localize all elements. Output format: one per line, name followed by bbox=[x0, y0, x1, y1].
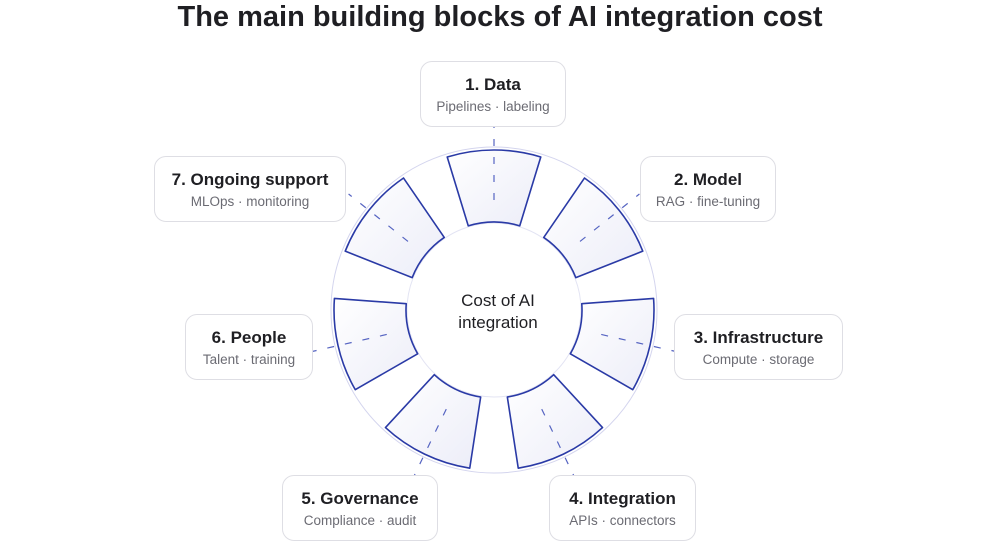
block-title: 3. Infrastructure bbox=[693, 328, 824, 347]
block-card-infrastructure: 3. Infrastructure Compute · storage bbox=[674, 314, 843, 380]
ring-inner-edge bbox=[406, 222, 582, 398]
ring-segment-governance bbox=[384, 373, 482, 469]
block-card-model: 2. Model RAG · fine-tuning bbox=[640, 156, 776, 222]
connector-line-people bbox=[312, 333, 387, 352]
ring-segment-data bbox=[446, 149, 542, 227]
block-subtitle: Compliance · audit bbox=[303, 513, 417, 528]
block-title: 5. Governance bbox=[301, 489, 419, 508]
block-title: 6. People bbox=[211, 328, 287, 347]
ring-segment-infrastructure bbox=[569, 297, 655, 391]
block-subtitle: Pipelines · labeling bbox=[436, 99, 550, 114]
block-title: 7. Ongoing support bbox=[171, 170, 329, 189]
ring-outer-edge bbox=[330, 146, 658, 474]
ring-segment-people bbox=[333, 297, 419, 391]
block-subtitle: Compute · storage bbox=[702, 352, 815, 367]
connector-line-integration bbox=[541, 408, 576, 478]
block-card-people: 6. People Talent · training bbox=[185, 314, 313, 380]
block-subtitle: Talent · training bbox=[202, 352, 296, 367]
block-title: 1. Data bbox=[465, 75, 521, 94]
ring-segment-model bbox=[542, 177, 644, 279]
connector-line-infrastructure bbox=[601, 333, 676, 352]
ring-segment-ongoing-support bbox=[344, 177, 446, 279]
center-label-line-2: integration bbox=[458, 313, 538, 332]
block-card-data: 1. Data Pipelines · labeling bbox=[420, 61, 566, 127]
ring-segment-integration bbox=[506, 373, 604, 469]
center-label-line-1: Cost of AI bbox=[461, 291, 535, 310]
block-subtitle: APIs · connectors bbox=[569, 513, 676, 528]
block-card-ongoing-support: 7. Ongoing support MLOps · monitoring bbox=[154, 156, 346, 222]
center-label: Cost of AI integration bbox=[428, 290, 568, 334]
block-subtitle: MLOps · monitoring bbox=[190, 194, 310, 209]
block-title: 2. Model bbox=[673, 170, 742, 189]
block-subtitle: RAG · fine-tuning bbox=[655, 194, 761, 209]
connector-line-governance bbox=[412, 408, 447, 478]
block-card-integration: 4. Integration APIs · connectors bbox=[549, 475, 696, 541]
diagram-title: The main building blocks of AI integrati… bbox=[177, 1, 823, 33]
block-title: 4. Integration bbox=[569, 489, 676, 508]
connector-line-ongoing-support bbox=[348, 193, 409, 242]
connector-line-model bbox=[579, 193, 640, 242]
block-card-governance: 5. Governance Compliance · audit bbox=[282, 475, 438, 541]
